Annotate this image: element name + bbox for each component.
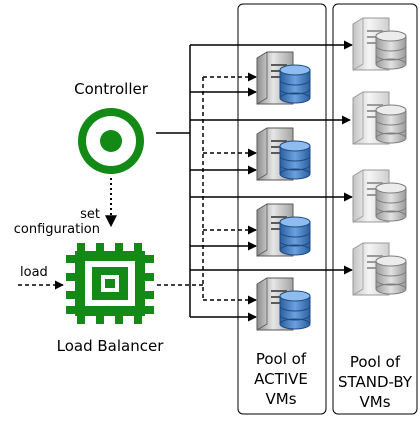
load-label: load: [20, 265, 48, 280]
active-pool-label-line1: Pool of: [256, 350, 307, 368]
standby-pool-label-line2: STAND-BY: [338, 373, 413, 391]
controller-control-lines: [156, 40, 353, 322]
standby-vm-3-server-database-icon: [352, 169, 407, 223]
standby-vm-2-server-database-icon: [352, 91, 407, 145]
standby-pool-box: [332, 3, 418, 415]
target-icon: [78, 108, 144, 174]
standby-vm-4-server-database-icon: [352, 242, 407, 296]
chip-icon: [66, 243, 154, 324]
active-vm-group: [256, 51, 311, 331]
config-label-line2: configuration: [14, 222, 100, 237]
standby-vm-1-server-database-icon: [352, 17, 407, 71]
active-pool-box: [237, 3, 327, 415]
standby-vm-group: [352, 17, 407, 296]
active-vm-3-server-database-icon: [256, 203, 311, 257]
controller-label: Controller: [74, 80, 149, 98]
config-label-line1: set: [80, 207, 100, 222]
load-balancer-label: Load Balancer: [57, 337, 165, 355]
lb-dispatch-lines: [157, 72, 257, 305]
standby-pool-label-line3: VMs: [359, 393, 390, 411]
active-pool-label-line3: VMs: [265, 390, 296, 408]
standby-pool-label-line1: Pool of: [350, 353, 401, 371]
active-pool-label-line2: ACTIVE: [254, 370, 308, 388]
active-vm-4-server-database-icon: [256, 277, 311, 331]
active-vm-2-server-database-icon: [256, 127, 311, 181]
active-vm-1-server-database-icon: [256, 51, 311, 105]
